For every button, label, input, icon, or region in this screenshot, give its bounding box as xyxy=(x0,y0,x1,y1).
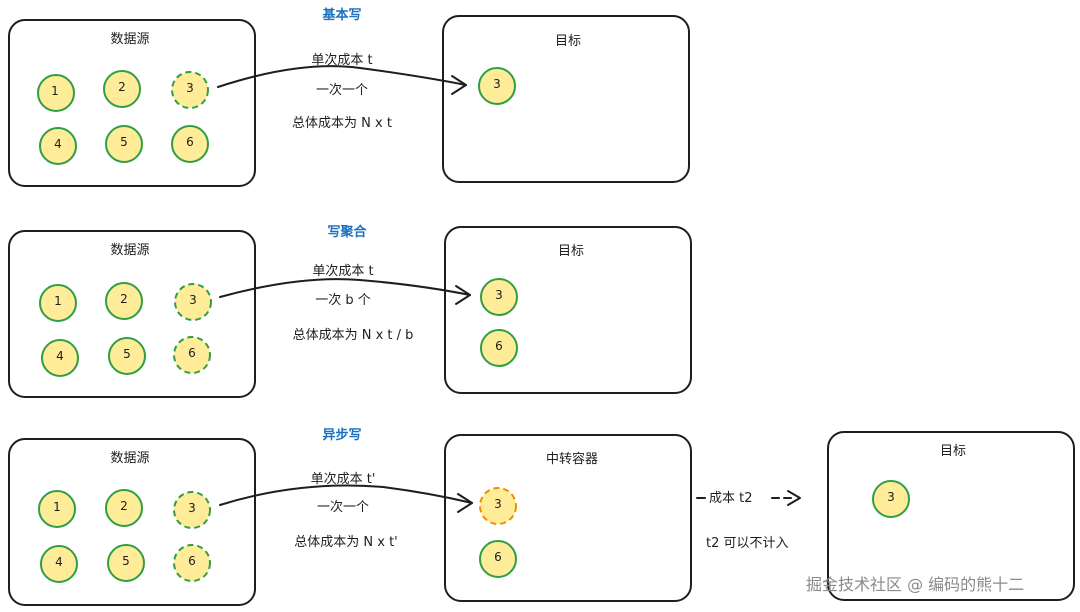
arrow-source-to-target xyxy=(217,65,467,88)
node-label: 5 xyxy=(120,135,128,149)
annotation-total-cost-1: 总体成本为 N x t xyxy=(292,116,392,131)
annotation-total-cost-3: 总体成本为 N x t' xyxy=(294,535,398,550)
node-label: 6 xyxy=(188,346,196,360)
target-title-2: 目标 xyxy=(557,244,584,259)
data-node xyxy=(40,545,78,583)
active-data-node xyxy=(479,487,517,525)
node-label: 3 xyxy=(495,288,503,302)
node-label: 6 xyxy=(186,135,194,149)
data-node xyxy=(480,329,518,367)
target-box xyxy=(444,226,692,394)
data-node xyxy=(173,491,211,529)
arrowhead xyxy=(455,285,471,305)
node-label: 6 xyxy=(494,550,502,564)
arrow-source-to-relay xyxy=(219,484,473,506)
relay-title: 中转容器 xyxy=(545,452,598,467)
heading-write-aggregation: 写聚合 xyxy=(327,225,367,240)
data-node xyxy=(478,67,516,105)
relay-connector-arrowhead xyxy=(787,490,801,506)
data-node xyxy=(872,480,910,518)
node-label: 5 xyxy=(123,347,131,361)
data-node xyxy=(108,337,146,375)
node-label: 2 xyxy=(120,499,128,513)
node-label: 4 xyxy=(54,137,62,151)
node-label: 3 xyxy=(189,293,197,307)
data-node xyxy=(105,282,143,320)
data-node xyxy=(41,339,79,377)
target-box xyxy=(827,431,1075,601)
annotation-unit-cost-1: 单次成本 t xyxy=(311,53,373,68)
node-label: 1 xyxy=(51,84,59,98)
node-label: 3 xyxy=(188,501,196,515)
relay-cost-label: 成本 t2 xyxy=(709,491,753,506)
annotation-batch-1: 一次一个 xyxy=(315,83,368,98)
data-node xyxy=(39,127,77,165)
relay-box xyxy=(444,434,692,602)
arrowhead xyxy=(451,75,467,95)
arrow-source-to-target xyxy=(219,278,471,298)
watermark: 掘金技术社区 @ 编码的熊十二 xyxy=(806,575,1025,594)
data-node xyxy=(107,544,145,582)
annotation-unit-cost-3: 单次成本 t' xyxy=(310,472,376,487)
data-node xyxy=(105,125,143,163)
node-label: 6 xyxy=(495,339,503,353)
data-node xyxy=(173,544,211,582)
annotation-total-cost-2: 总体成本为 N x t / b xyxy=(292,328,414,343)
annotation-unit-cost-2: 单次成本 t xyxy=(312,264,374,279)
heading-async-write: 异步写 xyxy=(322,428,362,443)
data-node xyxy=(39,284,77,322)
source-box xyxy=(8,438,256,606)
node-label: 4 xyxy=(55,555,63,569)
target-title-1: 目标 xyxy=(554,34,581,49)
relay-cost-note: t2 可以不计入 xyxy=(706,536,789,551)
data-node xyxy=(479,540,517,578)
node-label: 2 xyxy=(120,292,128,306)
data-node xyxy=(173,336,211,374)
annotation-batch-3: 一次一个 xyxy=(316,500,369,515)
source-title-1: 数据源 xyxy=(110,32,150,47)
arrowhead xyxy=(457,493,473,513)
data-node xyxy=(171,125,209,163)
target-box xyxy=(442,15,690,183)
node-label: 3 xyxy=(494,497,502,511)
node-label: 1 xyxy=(54,294,62,308)
node-label: 6 xyxy=(188,554,196,568)
source-box xyxy=(8,19,256,187)
target-title-3: 目标 xyxy=(939,444,966,459)
data-node xyxy=(103,70,141,108)
annotation-batch-2: 一次 b 个 xyxy=(315,293,371,308)
heading-basic-write: 基本写 xyxy=(322,8,362,23)
data-node xyxy=(174,283,212,321)
node-label: 3 xyxy=(493,77,501,91)
source-title-2: 数据源 xyxy=(110,243,150,258)
node-label: 5 xyxy=(122,554,130,568)
source-title-3: 数据源 xyxy=(110,451,150,466)
node-label: 3 xyxy=(186,81,194,95)
data-node xyxy=(37,74,75,112)
data-node xyxy=(105,489,143,527)
data-node xyxy=(171,71,209,109)
node-label: 2 xyxy=(118,80,126,94)
node-label: 1 xyxy=(53,500,61,514)
node-label: 3 xyxy=(887,490,895,504)
node-label: 4 xyxy=(56,349,64,363)
data-node xyxy=(480,278,518,316)
source-box xyxy=(8,230,256,398)
data-node xyxy=(38,490,76,528)
